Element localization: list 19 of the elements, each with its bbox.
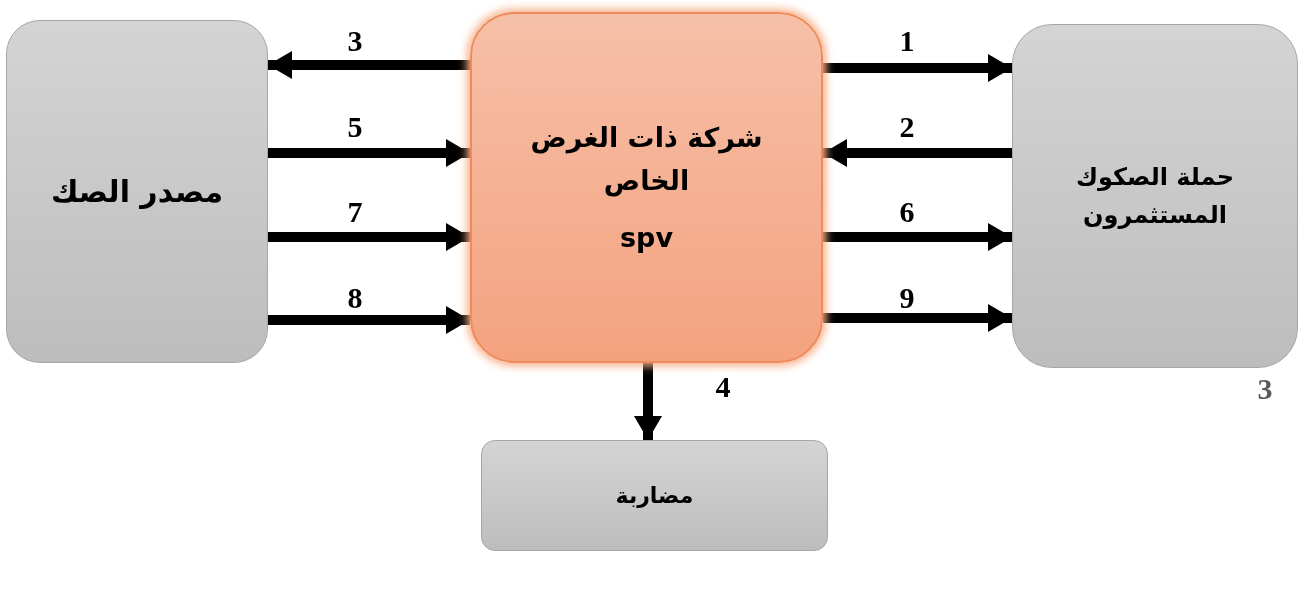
arrow bbox=[634, 363, 662, 440]
arrow bbox=[823, 139, 1012, 167]
process-box bbox=[1012, 24, 1298, 368]
arrow bbox=[268, 223, 470, 251]
box-title: مصدر الصك bbox=[49, 172, 225, 211]
arrow bbox=[823, 304, 1012, 332]
arrow bbox=[823, 54, 1012, 82]
box-title: شركة ذات الغرض الخاص bbox=[529, 120, 764, 199]
process-box bbox=[6, 20, 268, 363]
box-subtitle: spv bbox=[619, 221, 674, 256]
box-title: حملة الصكوك المستثمرون bbox=[1075, 161, 1235, 231]
arrow bbox=[268, 51, 470, 79]
process-box bbox=[470, 12, 823, 363]
arrow bbox=[268, 139, 470, 167]
arrow bbox=[823, 223, 1012, 251]
box-title: مضاربة bbox=[614, 481, 695, 510]
arrow bbox=[268, 306, 470, 334]
process-box bbox=[481, 440, 828, 551]
page-number: 3 bbox=[1256, 374, 1274, 404]
